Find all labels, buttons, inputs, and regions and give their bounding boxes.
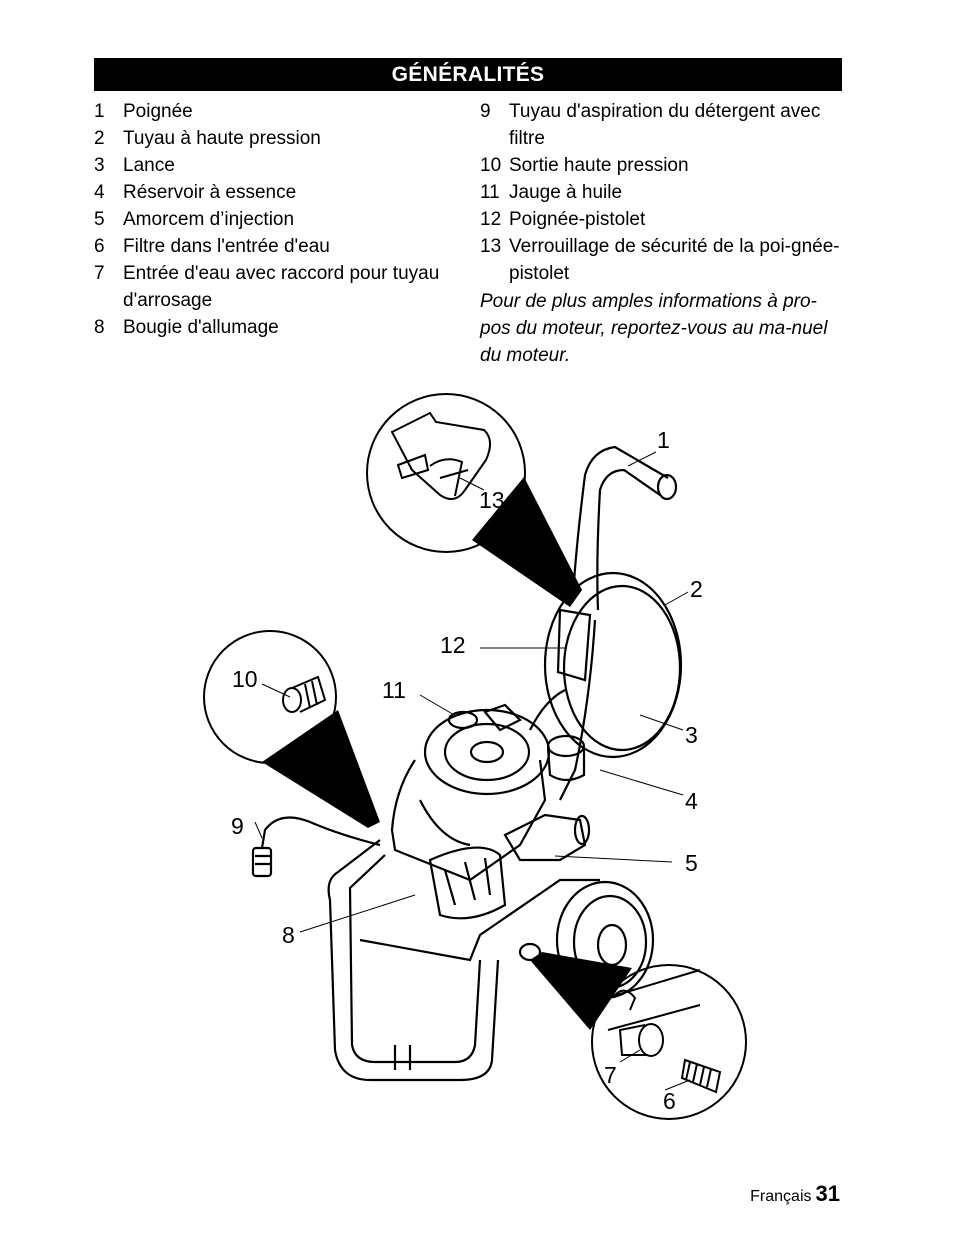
item-number: 5 [94,209,105,230]
item-text: Tuyau à haute pression [123,128,321,149]
list-item: 9 Tuyau d'aspiration du détergent avec fi… [480,98,845,152]
item-text: Amorcem d’injection [123,209,295,230]
callout-11: 11 [382,677,406,703]
list-item: 8 Bougie d'allumage [94,314,454,341]
footer-language: Français [750,1188,812,1205]
item-number: 9 [480,101,491,122]
list-item: 12 Poignée-pistolet [480,206,845,233]
list-item: 6 Filtre dans l'entrée d'eau [94,233,454,260]
item-number: 12 [480,209,502,230]
item-text: Verrouillage de sécurité de la poi-gnée-… [509,236,840,284]
callout-1: 1 [657,427,670,453]
callout-4: 4 [685,788,698,814]
item-text: Tuyau d'aspiration du détergent avec fil… [509,101,821,149]
item-number: 4 [94,182,105,203]
item-number: 7 [94,263,105,284]
section-title: GÉNÉRALITÉS [391,63,545,86]
item-text: Sortie haute pression [509,155,689,176]
callout-12: 12 [440,632,466,658]
callout-6: 6 [663,1088,676,1114]
detail-circle-water-inlet [591,964,747,1120]
list-item: 5 Amorcem d’injection [94,206,454,233]
section-header: GÉNÉRALITÉS [94,58,842,91]
item-number: 2 [94,128,105,149]
callout-2: 2 [690,576,703,602]
item-number: 13 [480,236,502,257]
callout-9: 9 [231,813,244,839]
magnifier-cone-13 [472,477,582,607]
list-item: 11 Jauge à huile [480,179,845,206]
magnifier-cone-10 [262,710,380,828]
item-number: 10 [480,155,502,176]
callout-5: 5 [685,850,698,876]
callout-13: 13 [479,487,505,513]
callout-3: 3 [685,722,698,748]
item-text: Poignée [123,101,193,122]
engine-note: Pour de plus amples informations à pro-p… [480,291,828,366]
list-item: 10 Sortie haute pression [480,152,845,179]
list-item: 7 Entrée d'eau avec raccord pour tuyau d'… [94,260,454,314]
list-item: 4 Réservoir à essence [94,179,454,206]
item-number: 8 [94,317,105,338]
item-number: 3 [94,155,105,176]
item-text: Filtre dans l'entrée d'eau [123,236,330,257]
list-item: 2 Tuyau à haute pression [94,125,454,152]
item-text: Lance [123,155,175,176]
list-item: 1 Poignée [94,98,454,125]
item-number: 1 [94,101,105,122]
parts-list-right: 9 Tuyau d'aspiration du détergent avec fi… [480,98,845,369]
item-number: 11 [480,182,500,203]
item-number: 6 [94,236,105,257]
list-item: 3 Lance [94,152,454,179]
callout-8: 8 [282,922,295,948]
item-text: Bougie d'allumage [123,317,279,338]
item-text: Réservoir à essence [123,182,297,203]
detail-circle-trigger-lock [366,393,526,553]
item-text: Entrée d'eau avec raccord pour tuyau d'a… [123,263,440,311]
page-number: 31 [815,1181,840,1206]
callout-7: 7 [604,1062,617,1088]
list-item: 13 Verrouillage de sécurité de la poi-gné… [480,233,845,287]
item-text: Poignée-pistolet [509,209,646,230]
item-text: Jauge à huile [509,182,623,203]
callout-10: 10 [232,666,258,692]
